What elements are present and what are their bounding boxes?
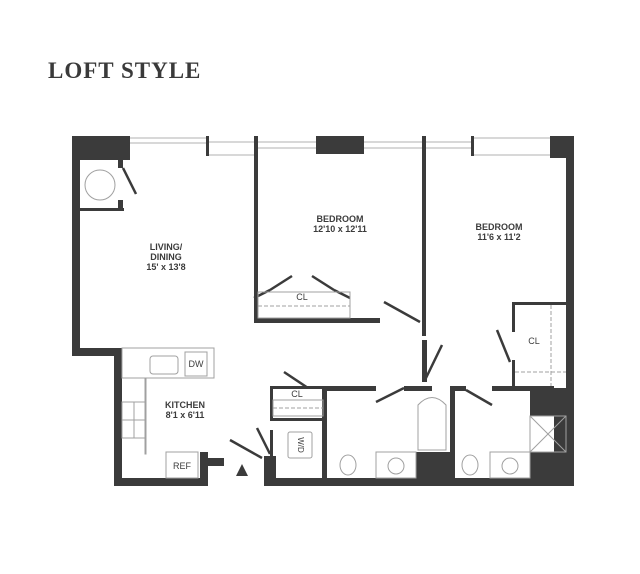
closet-label-bedroom-1: CL: [296, 292, 308, 302]
entrance-arrow-icon: [236, 464, 248, 476]
room-kitchen: KITCHEN 8'1 x 6'11: [165, 400, 205, 420]
closet-label-hall: CL: [291, 389, 303, 399]
room-bedroom-2: BEDROOM 11'6 x 11'2: [475, 222, 523, 242]
walls: [72, 136, 574, 486]
floorplan-title: LOFT STYLE: [48, 58, 202, 83]
dishwasher-label: DW: [188, 359, 204, 369]
windows: [130, 137, 550, 156]
refrigerator-label: REF: [173, 461, 191, 471]
doors: [121, 167, 512, 460]
room-living-dining: LIVING/ DINING 15' x 13'8: [146, 242, 186, 272]
closet-label-bedroom-2: CL: [528, 336, 540, 346]
fixtures: [84, 169, 567, 479]
washer-dryer-label: W/D: [296, 437, 305, 453]
room-bedroom-1: BEDROOM 12'10 x 12'11: [313, 214, 367, 234]
